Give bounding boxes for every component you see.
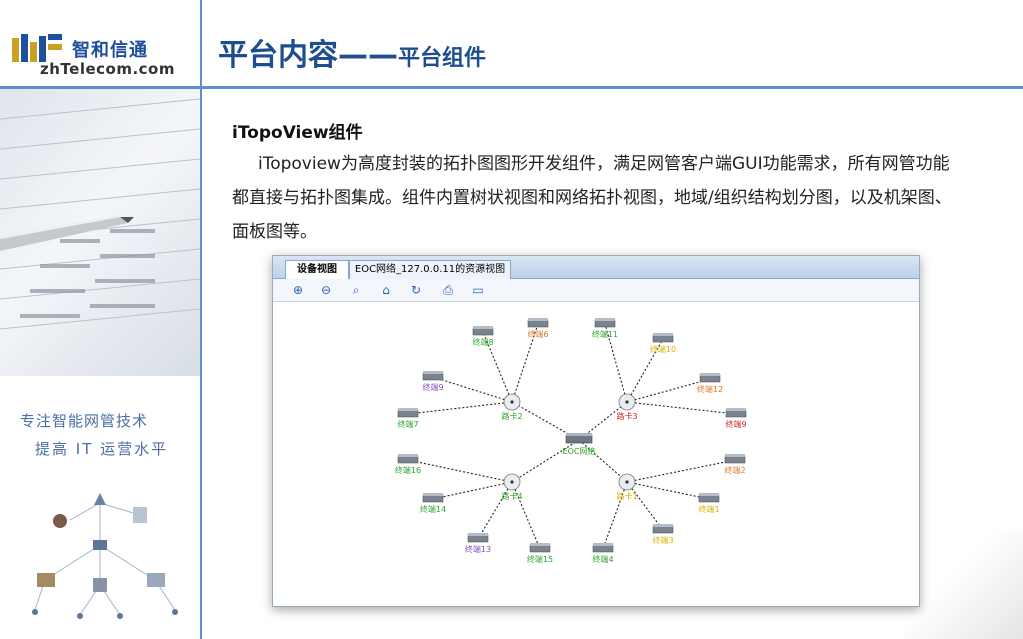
link-hub-terminal-9 [407,459,513,483]
center-node-label: EOC网络 [563,446,596,456]
hub-node-label: 路卡2 [501,411,522,421]
terminal-node-label: 终端4 [592,554,613,564]
link-hub-terminal-8 [626,401,737,415]
link-hub-terminal-11 [477,481,513,540]
link-center-hub-4 [578,439,628,483]
terminal-node[interactable] [652,333,674,343]
export-icon[interactable]: ▭ [472,283,484,297]
terminal-node[interactable] [529,543,551,553]
link-hub-terminal-12 [511,481,541,550]
slogan-line-1: 专注智能网管技术 [20,412,149,430]
terminal-node[interactable] [422,371,444,381]
hub-node[interactable] [618,473,636,491]
terminal-node-label: 终端9 [422,382,443,392]
terminal-node[interactable] [592,543,614,553]
logo-name-en: zhTelecom.com [40,60,175,78]
pen-on-report-image [0,98,200,330]
terminal-node-label: 终端10 [650,344,676,354]
hub-node[interactable] [503,473,521,491]
link-hub-terminal-10 [432,481,513,500]
page-title: 平台内容——平台组件 [218,38,487,73]
link-hub-terminal-5 [604,323,628,403]
section-paragraph: iTopoview为高度封装的拓扑图图形开发组件，满足网管客户端GUI功能需求，… [232,154,952,242]
network-diagram-icon [32,493,178,619]
page-subtitle: 平台组件 [398,46,487,71]
link-hub-terminal-2 [511,323,539,403]
terminal-node-label: 终端16 [395,465,421,475]
screenshot-tabbar: 设备视图 EOC网络_127.0.0.11的资源视图 [273,256,919,279]
logo-name-cn: 智和信通 [72,40,148,61]
terminal-node-label: 终端13 [465,544,491,554]
terminal-node-label: 终端3 [652,535,673,545]
link-hub-terminal-1 [482,331,513,403]
terminal-node[interactable] [725,408,747,418]
logo-mark-icon [12,34,62,62]
hub-node-label: 路卡3 [616,411,637,421]
hub-node-label: 路卡1 [616,491,637,501]
print-icon[interactable]: ⎙ [443,283,453,297]
terminal-node-label: 终端7 [397,419,418,429]
terminal-node[interactable] [594,318,616,328]
terminal-node-label: 终端8 [472,337,493,347]
sidebar: 智和信通 zhTelecom.com 专注智能网管技术 提高 IT 运营水平 [0,0,200,639]
refresh-icon[interactable]: ↻ [410,283,422,297]
terminal-node[interactable] [467,533,489,543]
link-hub-terminal-6 [626,338,664,403]
terminal-node[interactable] [527,318,549,328]
hub-node[interactable] [503,393,521,411]
link-hub-terminal-15 [626,481,664,531]
zoom-in-icon[interactable]: ⊕ [292,283,304,297]
terminal-node[interactable] [472,326,494,336]
terminal-node-label: 终端9 [725,419,746,429]
section-heading: iTopoView组件 [232,123,363,143]
corner-shade [903,529,1023,639]
home-icon[interactable]: ⌂ [382,283,390,297]
tab-resource-view[interactable]: EOC网络_127.0.0.11的资源视图 [349,260,511,279]
screenshot-toolbar: ⊕ ⊖ ⌕ ⌂ ↻ ⎙ ▭ [273,279,919,302]
zoom-fit-icon[interactable]: ⌕ [352,283,360,297]
slogan-line-2: 提高 IT 运营水平 [35,440,169,458]
link-hub-terminal-14 [626,481,710,500]
company-logo: 智和信通 zhTelecom.com [10,30,195,80]
link-hub-terminal-4 [407,401,513,415]
center-node[interactable] [565,433,593,444]
terminal-node-label: 终端2 [724,465,745,475]
terminal-node-label: 终端12 [697,384,723,394]
terminal-node[interactable] [422,493,444,503]
terminal-node-label: 终端6 [527,329,548,339]
terminal-node[interactable] [698,493,720,503]
link-hub-terminal-13 [626,459,736,483]
hub-node-label: 路卡4 [501,491,522,501]
sidebar-photo [0,89,200,376]
hub-node[interactable] [618,393,636,411]
vertical-divider [200,0,202,639]
terminal-node-label: 终端15 [527,554,553,564]
terminal-node-label: 终端1 [698,504,719,514]
horizontal-divider [0,86,1023,89]
terminal-node-label: 终端11 [592,329,618,339]
terminal-node[interactable] [699,373,721,383]
topology-canvas: EOC网络 路卡2 路卡3 路卡4 路卡1 终端8 终端6 终端9 终端7 终端11 终端10 终端1… [395,318,747,564]
terminal-node-label: 终端14 [420,504,446,514]
terminal-node[interactable] [724,454,746,464]
terminal-node[interactable] [652,524,674,534]
topology-screenshot: 设备视图 EOC网络_127.0.0.11的资源视图 ⊕ ⊖ ⌕ ⌂ ↻ ⎙ ▭… [272,255,920,607]
tab-device-view[interactable]: 设备视图 [285,260,349,279]
zoom-out-icon[interactable]: ⊖ [320,283,332,297]
link-hub-terminal-3 [432,376,513,403]
terminal-node[interactable] [397,408,419,418]
link-center-hub-3 [511,439,580,483]
terminal-node[interactable] [397,454,419,464]
